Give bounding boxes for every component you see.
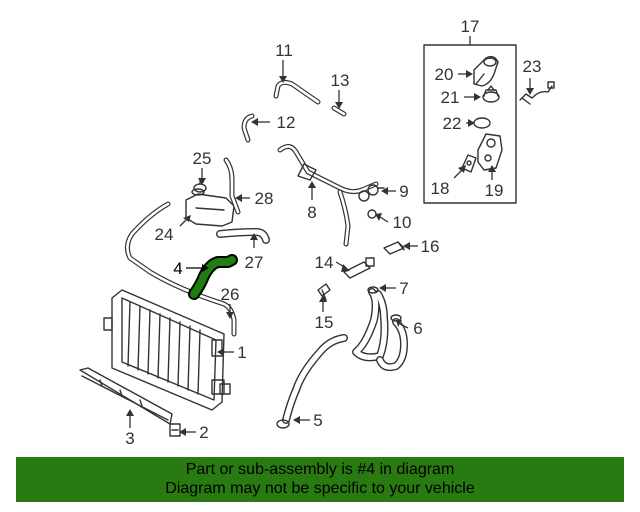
callout-26: 26 [221,285,240,304]
callout-10: 10 [393,213,412,232]
callout-1: 1 [237,343,246,362]
part-11-pipe [273,79,321,105]
part-19-housing [477,133,503,171]
callout-27: 27 [245,253,264,272]
part-3-bracket [79,367,173,425]
notice-line-2: Diagram may not be specific to your vehi… [165,480,475,497]
callout-25: 25 [193,149,212,168]
part-4-hose-highlighted [188,254,238,300]
part-7-hose [352,286,389,362]
part-8-pipe [277,144,379,247]
part-13-pipe [331,105,347,117]
callout-5: 5 [313,411,322,430]
callout-8: 8 [307,203,316,222]
callout-15: 15 [315,313,334,332]
callout-13: 13 [331,71,350,90]
part-17-assembly-box [423,36,517,204]
part-15-bleeder [317,283,331,301]
callout-4: 4 [173,259,182,278]
part-23-sensor [519,81,555,105]
part-9-clip [367,184,385,196]
part-6-hose [376,314,408,372]
callout-11: 11 [275,41,293,60]
callout-21: 21 [441,88,460,107]
part-21-thermostat [482,85,500,103]
part-18-gasket [461,154,477,173]
callout-numbers: 11 13 12 25 28 24 27 4 26 1 3 2 8 9 10 1… [125,17,541,448]
part-24-expansion-tank [185,188,235,227]
parts-diagram: 11 13 12 25 28 24 27 4 26 1 3 2 8 9 10 1… [79,17,555,448]
part-5-hose [276,334,348,429]
part-12-pipe [241,113,255,143]
callout-2: 2 [199,423,208,442]
part-20-outlet [473,55,499,87]
callout-12: 12 [277,113,296,132]
part-2-drain-plug [169,423,181,437]
callout-22: 22 [443,114,462,133]
callout-20: 20 [435,65,454,84]
callout-17: 17 [461,17,480,36]
leader-lines [126,60,534,436]
diagram-notice-banner: Part or sub-assembly is #4 in diagram Di… [16,457,624,502]
callout-18: 18 [431,179,450,198]
part-10-seal [367,209,377,219]
part-14-fitting [343,257,375,279]
callout-19: 19 [485,181,504,200]
callout-24: 24 [155,225,174,244]
callout-16: 16 [421,237,440,256]
callout-23: 23 [523,57,542,76]
part-1-radiator [103,289,231,411]
callout-7: 7 [399,279,408,298]
part-16-sensor [383,241,405,255]
notice-line-1: Part or sub-assembly is #4 in diagram [185,461,455,478]
part-26-line [124,201,237,337]
callout-6: 6 [413,319,422,338]
part-22-seal [473,117,491,129]
part-28-hose [223,157,241,215]
callout-9: 9 [399,182,408,201]
part-27-hose [216,228,270,244]
callout-3: 3 [125,429,134,448]
callout-28: 28 [255,189,274,208]
callout-14: 14 [315,253,334,272]
